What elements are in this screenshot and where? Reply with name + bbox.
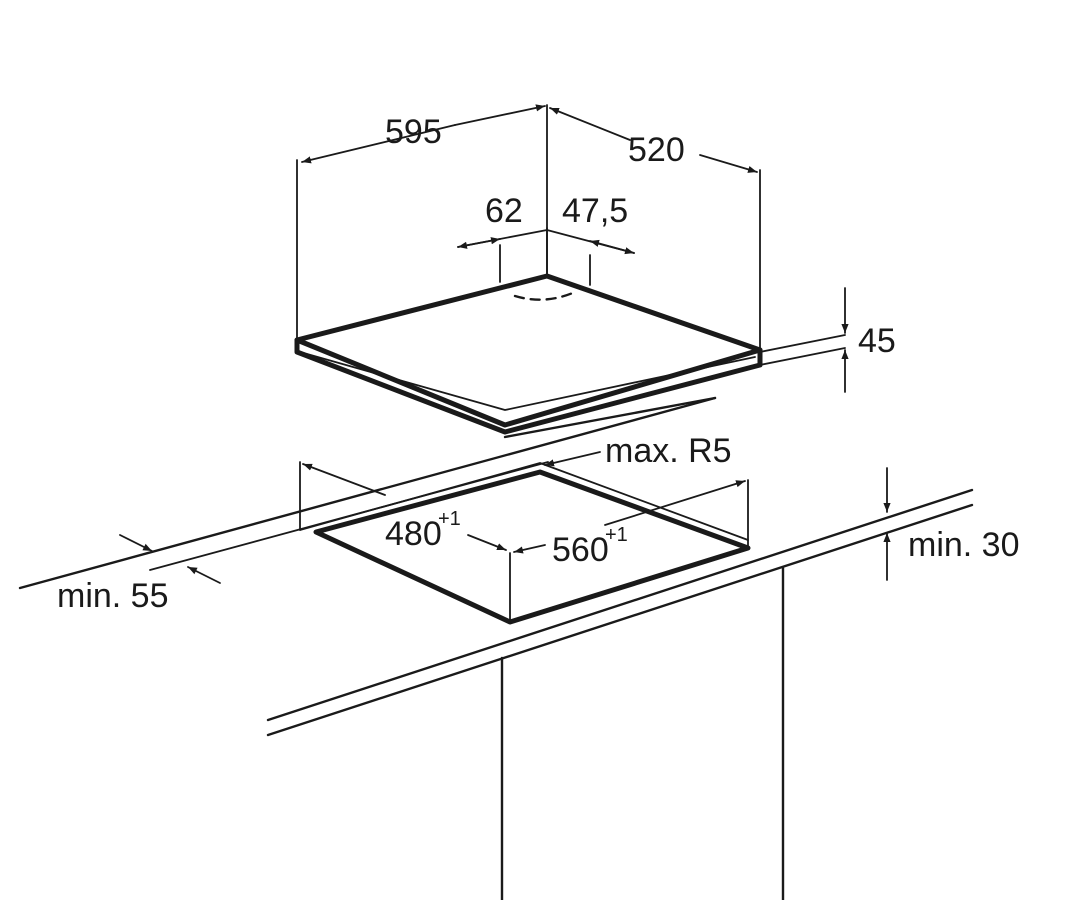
dim-560-arrow-a	[513, 544, 546, 554]
hob-bottom-edge	[503, 396, 717, 439]
hob-dimensions: 595 520 62 47,5 45	[296, 104, 896, 393]
worktop-back-edge	[18, 396, 717, 590]
worktop-front-bottom	[266, 503, 974, 737]
dim-62-label: 62	[485, 192, 523, 230]
dim-47-tail	[589, 239, 635, 254]
clearances: min. 55 min. 30	[57, 467, 1020, 615]
dim-30-label: min. 30	[908, 526, 1020, 564]
dim-560-label: 560	[552, 531, 609, 569]
worktop	[18, 396, 974, 900]
hob-front-edge	[294, 337, 763, 435]
dim-480-tolerance: +1	[438, 508, 461, 530]
ext-45-bottom	[759, 347, 846, 366]
dim-560-arrow-b	[604, 480, 746, 526]
dim-595-line-a	[301, 124, 456, 164]
hob-top-edge-inner	[299, 351, 756, 411]
dim-55-arrow-b	[187, 566, 221, 584]
dim-55-arrow-a	[119, 534, 153, 552]
dim-595-line-b	[454, 104, 546, 126]
dim-480-arrow-b	[467, 534, 507, 551]
dim-595-label: 595	[385, 113, 442, 151]
dim-45-label: 45	[858, 322, 896, 360]
ext-45-top	[759, 334, 846, 353]
cutout-inner-edge	[299, 462, 749, 541]
dim-r5-leader	[544, 451, 601, 467]
hob	[294, 273, 763, 439]
dim-520-line-a	[549, 107, 631, 141]
dim-47-label: 47,5	[562, 192, 628, 230]
dim-560-tolerance: +1	[605, 524, 628, 546]
dim-480-arrow-a	[302, 463, 386, 496]
dim-r5-label: max. R5	[605, 432, 732, 470]
dim-480-label: 480	[385, 515, 442, 553]
dim-62-tail	[457, 237, 501, 248]
dim-520-line-b	[699, 154, 758, 173]
hob-connection-box	[513, 290, 577, 301]
cutout: 480 +1 560 +1 max. R5	[299, 432, 751, 625]
dim-55-label: min. 55	[57, 577, 169, 615]
worktop-front-top	[266, 488, 974, 722]
dim-520-label: 520	[628, 131, 685, 169]
